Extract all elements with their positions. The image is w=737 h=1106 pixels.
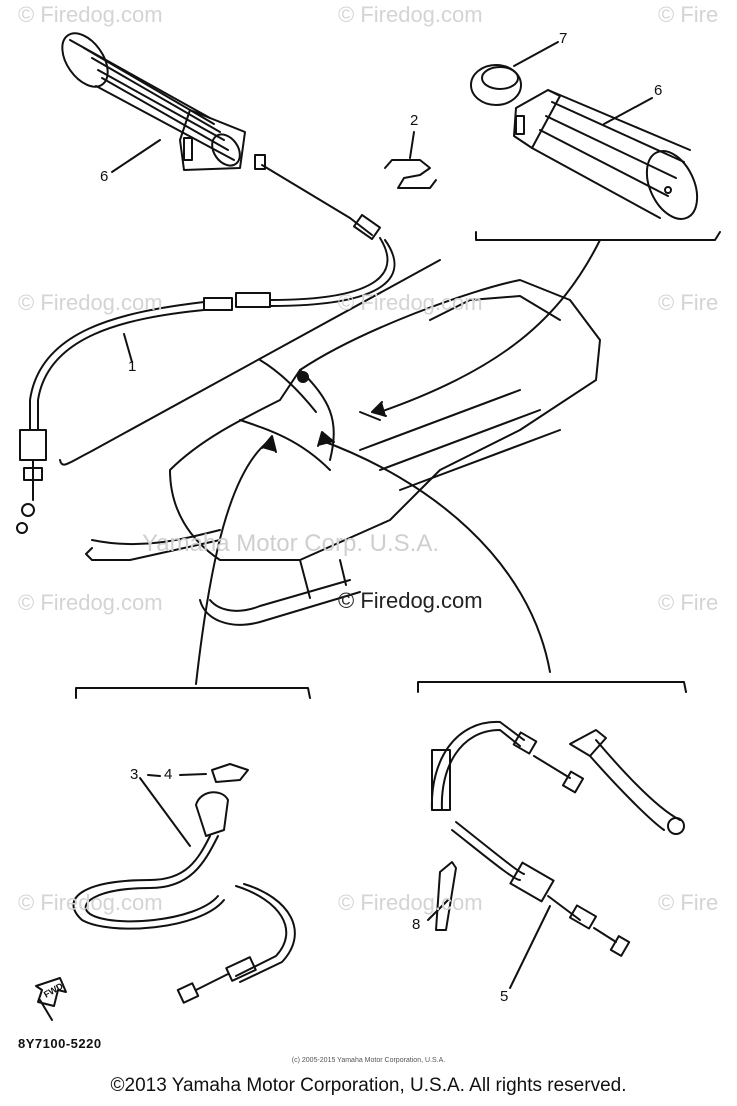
callout-3-leader-b (139, 777, 191, 847)
watermark-top-center: © Firedog.com (338, 2, 483, 27)
callout-1-leader (123, 333, 133, 363)
callout-8: 8 (412, 916, 421, 933)
small-copyright: (c) 2005-2015 Yamaha Motor Corporation, … (291, 1057, 446, 1064)
callout-3-leader (147, 774, 161, 777)
callout-7-leader (513, 41, 559, 67)
callout-4: 4 (164, 766, 173, 783)
upper-left-divider (59, 259, 441, 466)
callout-8-leader (427, 899, 449, 921)
watermark-bottom-center: © Firedog.com (338, 890, 483, 915)
brake-cable-part (430, 720, 685, 957)
copyright-notice: ©2013 Yamaha Motor Corporation, U.S.A. A… (110, 1075, 627, 1096)
manufacturer-watermark: Yamaha Motor Corp. U.S.A. (142, 530, 439, 557)
callout-4-leader (179, 773, 207, 776)
route-to-brake (319, 439, 551, 673)
diagram-code: 8Y7100-5220 (18, 1036, 102, 1051)
watermark-bottom-left: © Firedog.com (18, 890, 163, 915)
lower-right-divider (417, 681, 687, 693)
callout-6-right: 6 (654, 82, 663, 99)
callout-6r-leader (603, 97, 653, 125)
lower-left-divider (75, 687, 311, 699)
upper-right-divider (475, 231, 721, 241)
callout-1: 1 (128, 358, 137, 375)
watermark-bottom-right: © Fire (658, 890, 719, 915)
watermark-mid-left: © Firedog.com (18, 290, 163, 315)
callout-6-left: 6 (100, 168, 109, 185)
watermark-mid-center: © Firedog.com (338, 290, 483, 315)
fwd-arrow-icon (35, 977, 67, 1021)
watermark-top-right: © Fire (658, 2, 719, 27)
callout-5: 5 (500, 988, 509, 1005)
choke-cable-part (72, 763, 296, 1004)
route-to-throttle (195, 439, 271, 685)
route-to-grip (379, 239, 601, 413)
throttle-cable-part (16, 154, 396, 534)
left-grip-part (61, 32, 246, 171)
watermark-top-left: © Firedog.com (18, 2, 163, 27)
snowmobile-body (85, 279, 601, 626)
callout-7: 7 (559, 30, 568, 47)
watermark-lower-left: © Firedog.com (18, 590, 163, 615)
callout-3: 3 (130, 766, 139, 783)
clip-part (384, 159, 437, 189)
callout-5-leader (509, 905, 551, 989)
center-watermark: © Firedog.com (338, 588, 483, 613)
watermark-mid-right: © Fire (658, 290, 719, 315)
callout-2: 2 (410, 112, 419, 129)
right-grip-part (470, 64, 699, 220)
callout-6l-leader (111, 139, 161, 173)
watermark-lower-right: © Fire (658, 590, 719, 615)
callout-2-leader (409, 131, 415, 159)
strap-part (435, 861, 457, 931)
